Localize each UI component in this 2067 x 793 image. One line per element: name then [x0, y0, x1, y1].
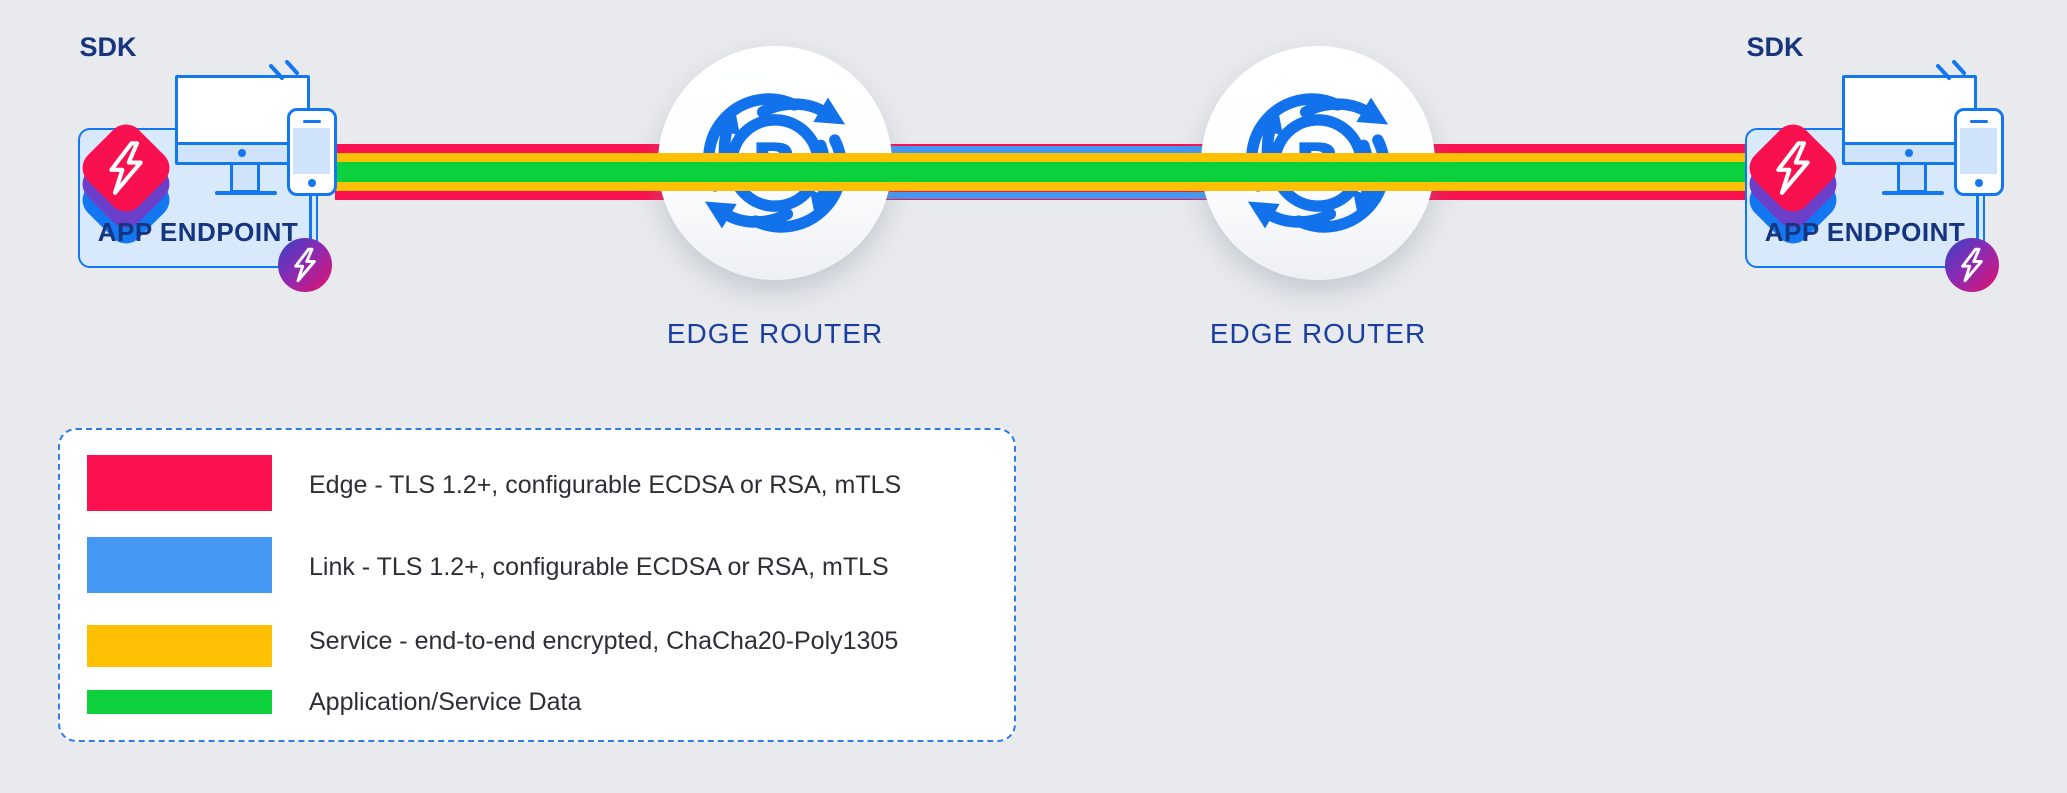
sdk-label: SDK: [79, 32, 137, 62]
monitor-power-dot: [238, 149, 246, 157]
app-endpoint-right: SDK APP ENDPOINT: [1707, 20, 2037, 310]
identity-badge: [278, 238, 332, 292]
identity-badge: [1945, 238, 1999, 292]
legend-label-service: Service - end-to-end encrypted, ChaCha20…: [309, 627, 899, 655]
app-endpoint-label: APP ENDPOINT: [1764, 217, 1966, 247]
monitor-base: [215, 191, 277, 195]
smartphone-icon: [1954, 108, 2004, 196]
service-channel-stripe-top: [335, 153, 1747, 162]
monitor-stand: [1897, 165, 1927, 193]
ziti-bolt-icon: [1776, 141, 1810, 195]
signal-marks-icon: [1936, 60, 1966, 80]
ziti-bolt-icon: [109, 141, 143, 195]
legend-label-link: Link - TLS 1.2+, configurable ECDSA or R…: [309, 553, 889, 581]
edge-router-right-label: EDGE ROUTER: [1209, 318, 1427, 349]
badge-connector-line: [309, 194, 312, 248]
ziti-bolt-icon: [294, 247, 316, 283]
legend-box: Edge - TLS 1.2+, configurable ECDSA or R…: [58, 428, 1016, 742]
legend-swatch-edge: [87, 455, 272, 511]
legend-swatch-link: [87, 537, 272, 593]
ziti-bolt-icon: [1961, 247, 1983, 283]
legend-label-edge: Edge - TLS 1.2+, configurable ECDSA or R…: [309, 471, 902, 499]
signal-marks-icon: [269, 60, 299, 80]
monitor-stand: [230, 165, 260, 193]
monitor-power-dot: [1905, 149, 1913, 157]
app-endpoint-label: APP ENDPOINT: [97, 217, 299, 247]
smartphone-icon: [287, 108, 337, 196]
sdk-stack-icon: [1725, 70, 1844, 251]
link-channel-stripe-top: [775, 145, 1318, 153]
legend-swatch-service: [87, 625, 272, 667]
service-channel-stripe-bottom: [335, 182, 1747, 191]
edge-router-left-label: EDGE ROUTER: [666, 318, 884, 349]
monitor-bezel: [178, 142, 307, 162]
link-channel-stripe-bottom: [775, 191, 1318, 199]
monitor-base: [1882, 191, 1944, 195]
legend-swatch-data: [87, 690, 272, 714]
sdk-stack-icon: [58, 70, 177, 251]
phone-speaker: [1970, 120, 1988, 123]
application-data-stripe: [335, 162, 1747, 182]
sdk-label: SDK: [1746, 32, 1804, 62]
phone-speaker: [303, 120, 321, 123]
monitor-bezel: [1845, 142, 1974, 162]
phone-screen: [293, 128, 330, 174]
badge-connector-line: [1976, 194, 1979, 248]
phone-home-button: [1975, 179, 1983, 187]
app-endpoint-left: SDK APP ENDPOINT: [40, 20, 370, 310]
phone-screen: [1960, 128, 1997, 174]
legend-label-data: Application/Service Data: [309, 688, 582, 716]
phone-home-button: [308, 179, 316, 187]
